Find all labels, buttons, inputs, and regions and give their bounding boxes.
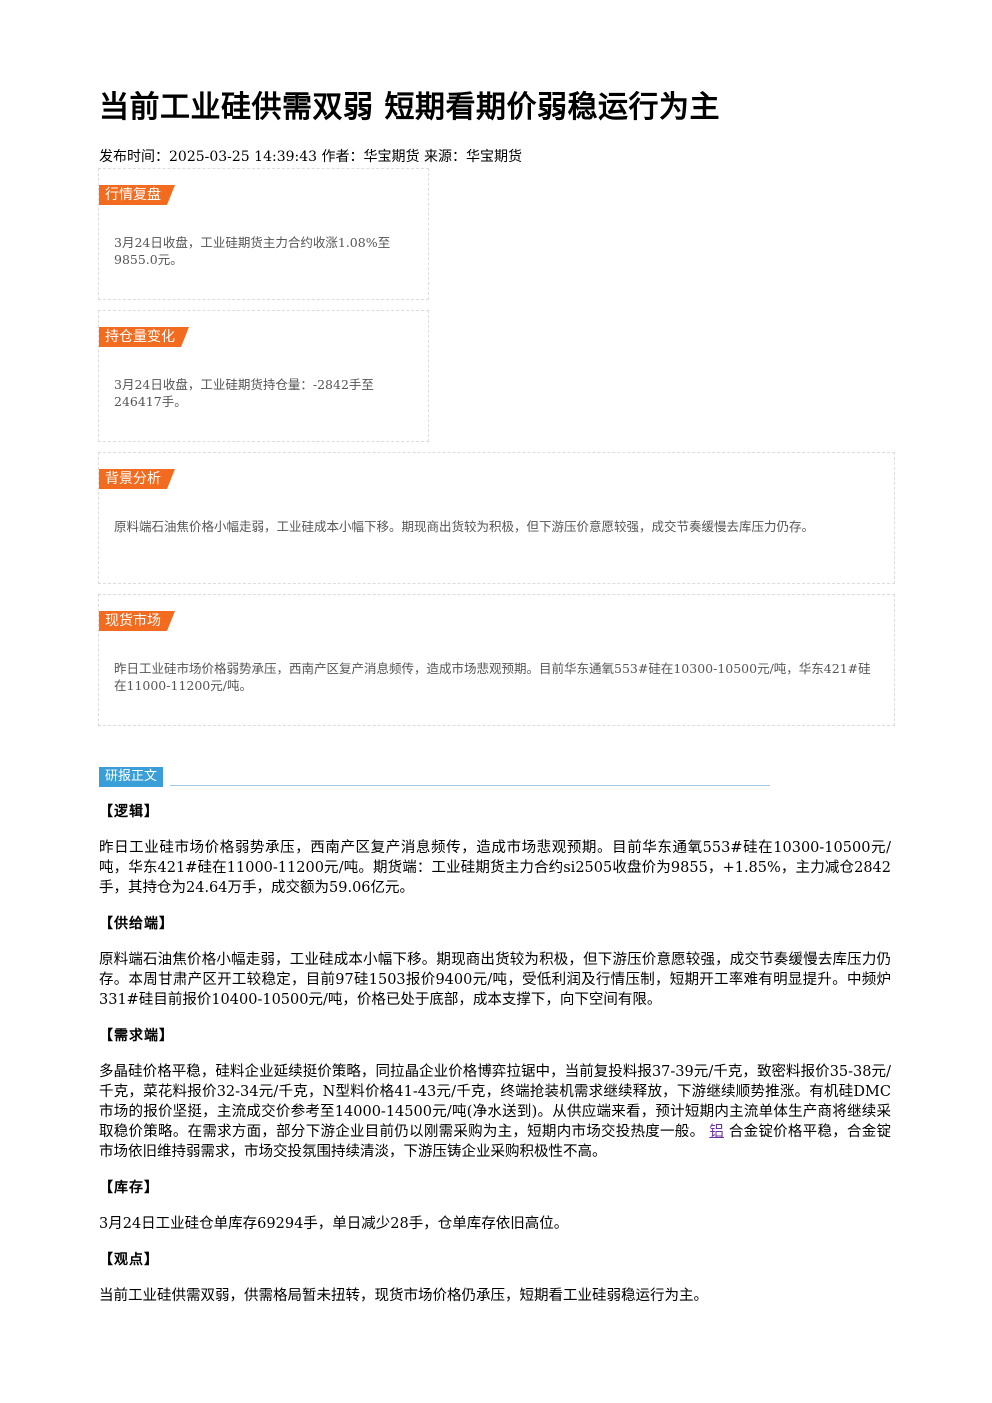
- open-interest-text: 3月24日收盘，工业硅期货持仓量：-2842手至246417手。: [114, 377, 374, 409]
- summary-box-open-interest: 持仓量变化 3月24日收盘，工业硅期货持仓量：-2842手至246417手。: [98, 310, 429, 442]
- tag-open-interest: 持仓量变化: [99, 327, 189, 347]
- market-review-text: 3月24日收盘，工业硅期货主力合约收涨1.08%至9855.0元。: [114, 235, 391, 267]
- section-text-logic: 昨日工业硅市场价格弱势承压，西南产区复产消息频传，造成市场悲观预期。目前华东通氧…: [99, 840, 891, 896]
- section-heading-view: 【观点】: [99, 1252, 159, 1268]
- page-title: 当前工业硅供需双弱 短期看期价弱稳运行为主: [99, 90, 720, 125]
- section-heading-demand: 【需求端】: [99, 1028, 174, 1044]
- section-heading-inventory: 【库存】: [99, 1180, 159, 1196]
- demand-text-part2: 合金锭价格平稳，合金锭市场依旧维持弱需求，市场交投氛围持续清淡，下游压铸企业采购…: [99, 1124, 892, 1160]
- section-text-inventory: 3月24日工业硅仓单库存69294手，单日减少28手，仓单库存依旧高位。: [99, 1216, 569, 1232]
- demand-text-part1: 多晶硅价格平稳，硅料企业延续挺价策略，同拉晶企业价格博弈拉锯中，当前复投料报37…: [99, 1064, 891, 1140]
- background-text: 原料端石油焦价格小幅走弱，工业硅成本小幅下移。期现商出货较为积极，但下游压价意愿…: [114, 519, 815, 534]
- spot-market-text: 昨日工业硅市场价格弱势承压，西南产区复产消息频传，造成市场悲观预期。目前华东通氧…: [114, 661, 871, 693]
- tag-spot-market: 现货市场: [99, 611, 175, 631]
- tag-market-review: 行情复盘: [99, 185, 175, 205]
- section-text-supply: 原料端石油焦价格小幅走弱，工业硅成本小幅下移。期现商出货较为积极，但下游压价意愿…: [99, 952, 891, 1008]
- aluminum-link[interactable]: 铝: [709, 1124, 724, 1140]
- summary-box-background: 背景分析 原料端石油焦价格小幅走弱，工业硅成本小幅下移。期现商出货较为积极，但下…: [98, 452, 895, 584]
- research-divider: [170, 785, 770, 786]
- summary-box-market-review: 行情复盘 3月24日收盘，工业硅期货主力合约收涨1.08%至9855.0元。: [98, 168, 429, 300]
- publish-meta: 发布时间：2025-03-25 14:39:43 作者：华宝期货 来源：华宝期货: [99, 149, 522, 165]
- section-text-demand: 多晶硅价格平稳，硅料企业延续挺价策略，同拉晶企业价格博弈拉锯中，当前复投料报37…: [99, 1062, 891, 1162]
- summary-box-spot-market: 现货市场 昨日工业硅市场价格弱势承压，西南产区复产消息频传，造成市场悲观预期。目…: [98, 594, 895, 726]
- section-text-view: 当前工业硅供需双弱，供需格局暂未扭转，现货市场价格仍承压，短期看工业硅弱稳运行为…: [99, 1288, 708, 1304]
- research-body-tag: 研报正文: [99, 767, 164, 787]
- tag-background: 背景分析: [99, 469, 175, 489]
- section-heading-logic: 【逻辑】: [99, 804, 159, 820]
- section-heading-supply: 【供给端】: [99, 916, 174, 932]
